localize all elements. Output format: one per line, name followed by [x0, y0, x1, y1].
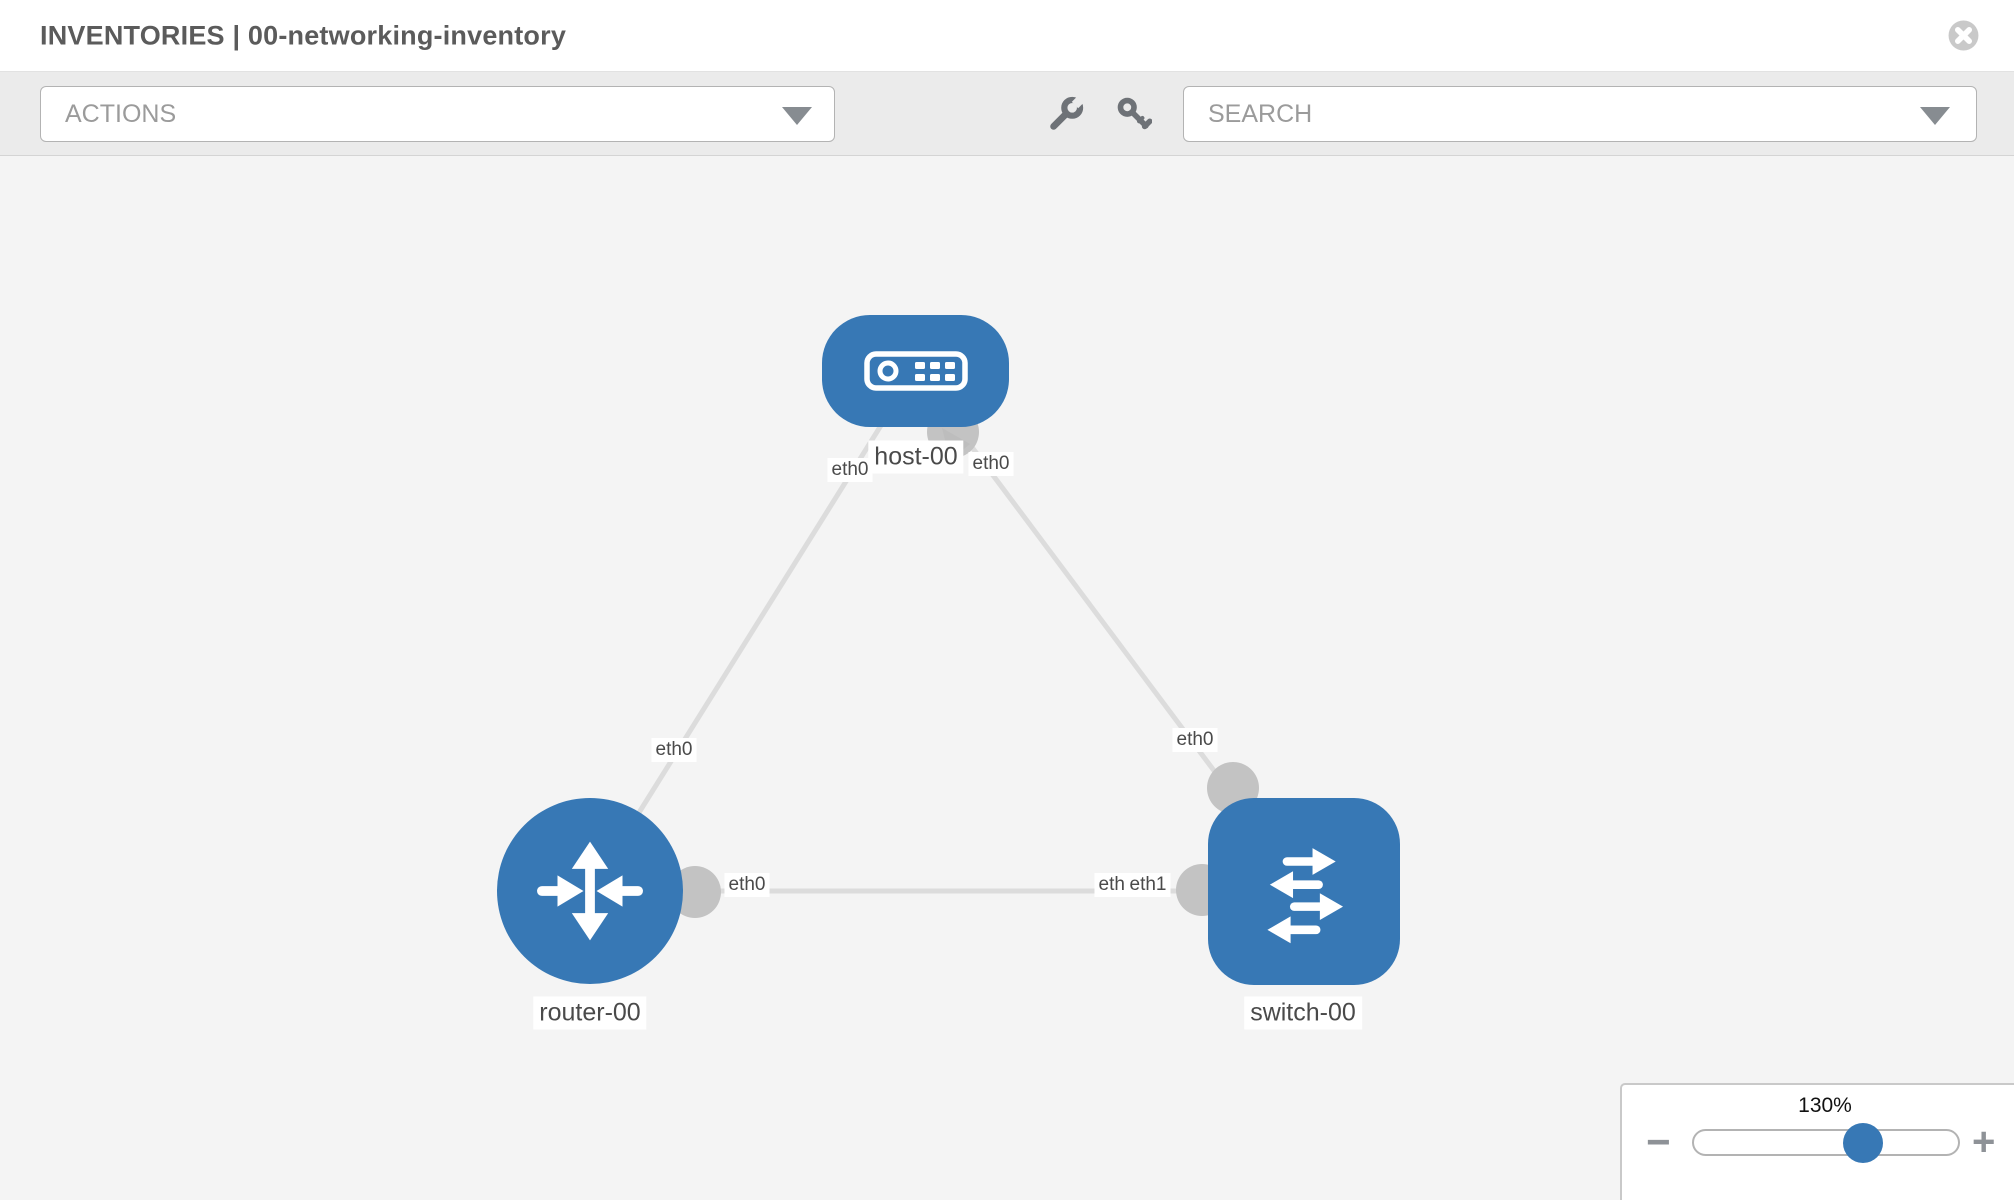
- close-button[interactable]: [1947, 19, 1980, 52]
- iface-label-eth1: eth1: [1125, 873, 1171, 897]
- zoom-out-button[interactable]: −: [1646, 1118, 1671, 1165]
- zoom-slider-track[interactable]: [1692, 1122, 1960, 1163]
- iface-label-eth0: eth0: [1172, 728, 1218, 752]
- zoom-slider-handle[interactable]: [1842, 1122, 1883, 1163]
- credentials-button[interactable]: [1116, 96, 1153, 132]
- iface-label-eth0: eth0: [651, 738, 697, 762]
- zoom-panel: 130% − +: [1620, 1083, 2014, 1200]
- key-icon: [1117, 97, 1153, 130]
- actions-dropdown-label: ACTIONS: [65, 99, 177, 128]
- zoom-level: 130%: [1798, 1094, 1852, 1117]
- close-icon: [1948, 20, 1979, 51]
- actions-dropdown[interactable]: ACTIONS: [40, 86, 835, 142]
- chevron-down-icon: [1920, 107, 1950, 125]
- iface-label-eth0: eth0: [968, 452, 1014, 476]
- chevron-down-icon: [782, 107, 812, 125]
- search-combobox[interactable]: [1183, 86, 1977, 142]
- page-header: INVENTORIES | 00-networking-inventory: [0, 0, 2014, 72]
- node-label-host-00[interactable]: host-00: [868, 440, 964, 474]
- iface-label-eth0: eth0: [827, 458, 873, 482]
- toolbar-tools: [1048, 72, 1153, 156]
- wrench-icon: [1050, 93, 1087, 130]
- node-switch-00[interactable]: [1208, 798, 1400, 985]
- node-label-switch-00[interactable]: switch-00: [1244, 996, 1362, 1030]
- links-layer: [587, 369, 1307, 918]
- configure-button[interactable]: [1048, 93, 1087, 132]
- switch-icon: [1267, 847, 1344, 943]
- search-input[interactable]: [1208, 99, 1952, 129]
- toolbar: ACTIONS: [0, 72, 2014, 156]
- topology-canvas[interactable]: host-00 router-00 switch-00 eth0 eth0 et…: [0, 156, 2014, 1200]
- zoom-in-button[interactable]: +: [1972, 1120, 1996, 1164]
- host-icon: [863, 351, 968, 391]
- node-label-router-00[interactable]: router-00: [533, 996, 647, 1030]
- link-host00-router00[interactable]: [587, 369, 918, 893]
- node-host-00[interactable]: [822, 315, 1009, 427]
- router-icon: [537, 841, 643, 941]
- node-router-00[interactable]: [497, 798, 683, 984]
- iface-label-eth0: eth0: [724, 873, 770, 897]
- page-title: INVENTORIES | 00-networking-inventory: [40, 20, 567, 50]
